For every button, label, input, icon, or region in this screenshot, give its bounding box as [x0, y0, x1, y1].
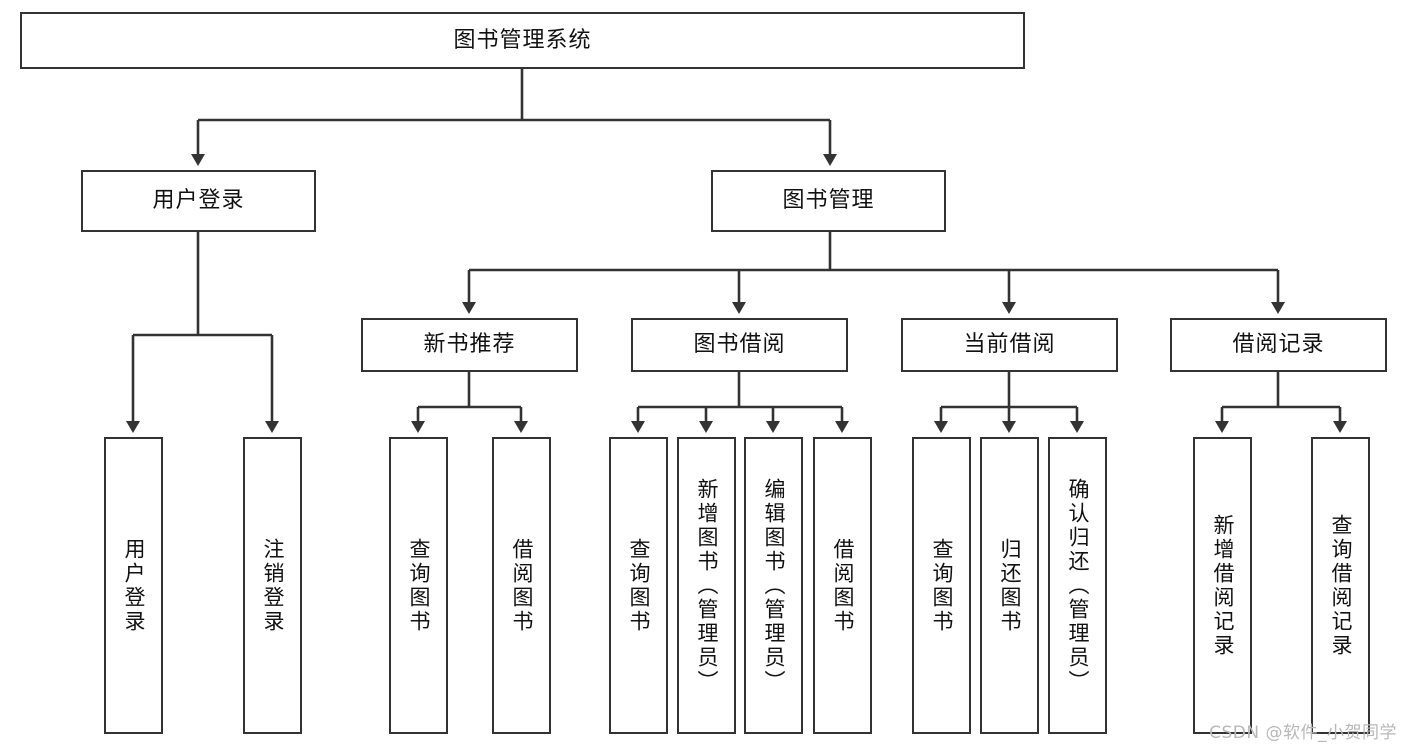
leaf-label: 借阅图书 — [510, 537, 534, 634]
leaf-current-return-book[interactable]: 归还图书 — [980, 437, 1039, 734]
node-new-book-recommend[interactable]: 新书推荐 — [361, 318, 578, 372]
leaf-record-query[interactable]: 查询借阅记录 — [1311, 437, 1370, 734]
leaf-borrow-query-book[interactable]: 查询图书 — [609, 437, 668, 734]
leaf-current-query-book[interactable]: 查询图书 — [912, 437, 971, 734]
node-user-login-label: 用户登录 — [152, 188, 245, 214]
node-current-borrow-label: 当前借阅 — [963, 332, 1056, 358]
leaf-record-add[interactable]: 新增借阅记录 — [1193, 437, 1252, 734]
leaf-label: 归还图书 — [998, 537, 1022, 634]
node-current-borrow[interactable]: 当前借阅 — [901, 318, 1118, 372]
node-book-management[interactable]: 图书管理 — [711, 170, 946, 232]
leaf-label: 查询借阅记录 — [1329, 513, 1353, 658]
leaf-borrow-edit-book[interactable]: 编辑图书（管理员） — [744, 437, 803, 734]
leaf-new-book-query[interactable]: 查询图书 — [389, 437, 448, 734]
leaf-label: 编辑图书（管理员） — [762, 477, 786, 694]
node-book-borrow-label: 图书借阅 — [693, 332, 786, 358]
leaf-label: 借阅图书 — [831, 537, 855, 634]
leaf-label: 注销登录 — [261, 537, 285, 634]
node-borrow-record[interactable]: 借阅记录 — [1170, 318, 1387, 372]
leaf-label: 新增图书（管理员） — [695, 477, 719, 694]
leaf-current-confirm-return[interactable]: 确认归还（管理员） — [1048, 437, 1107, 734]
leaf-label: 确认归还（管理员） — [1066, 477, 1090, 694]
watermark: CSDN @软件_小贺同学 — [1209, 723, 1397, 743]
leaf-label: 新增借阅记录 — [1211, 513, 1235, 658]
leaf-label: 用户登录 — [122, 537, 146, 634]
node-book-borrow[interactable]: 图书借阅 — [631, 318, 848, 372]
node-root-label: 图书管理系统 — [453, 27, 592, 53]
node-new-book-recommend-label: 新书推荐 — [423, 332, 516, 358]
leaf-label: 查询图书 — [407, 537, 431, 634]
leaf-label: 查询图书 — [627, 537, 651, 634]
node-borrow-record-label: 借阅记录 — [1232, 332, 1325, 358]
leaf-user-login-login[interactable]: 用户登录 — [104, 437, 163, 734]
node-root[interactable]: 图书管理系统 — [20, 12, 1025, 69]
leaf-new-book-borrow[interactable]: 借阅图书 — [492, 437, 551, 734]
node-user-login[interactable]: 用户登录 — [81, 170, 316, 232]
leaf-user-login-logout[interactable]: 注销登录 — [243, 437, 302, 734]
leaf-borrow-borrow-book[interactable]: 借阅图书 — [813, 437, 872, 734]
leaf-borrow-add-book[interactable]: 新增图书（管理员） — [677, 437, 736, 734]
leaf-label: 查询图书 — [930, 537, 954, 634]
node-book-management-label: 图书管理 — [782, 188, 875, 214]
